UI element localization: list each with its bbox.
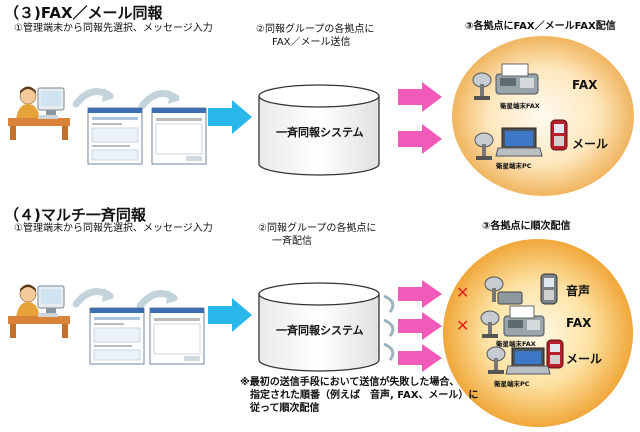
section3-step2-line1: ②同報グループの各拠点に	[256, 24, 375, 35]
operator-at-computer-icon	[8, 284, 70, 338]
satellite-antenna-icon	[472, 72, 492, 100]
section4-fax-label: FAX	[566, 316, 592, 330]
section4-system-label: 一斉同報システム	[276, 324, 364, 337]
block-arrow-icon	[398, 124, 442, 154]
operator-at-computer-icon	[8, 86, 70, 140]
curved-arrow-icon	[138, 90, 180, 110]
section4-mail-label: メール	[566, 352, 603, 366]
section4-voice-label: 音声	[566, 284, 591, 298]
section3-step1: ①管理端末から同報先選択、メッセージ入力	[14, 23, 213, 34]
block-arrow-icon	[398, 344, 442, 372]
section4-step1: ①管理端末から同報先選択、メッセージ入力	[14, 223, 213, 234]
block-arrow-icon	[398, 312, 442, 340]
block-arrow-icon	[398, 82, 442, 112]
document-window-icon	[149, 307, 205, 365]
mobile-phone-icon	[540, 273, 558, 305]
satellite-antenna-icon	[484, 276, 523, 305]
mobile-phone-icon	[550, 119, 568, 151]
section3-title: （３)FAX／メール同報	[4, 4, 163, 22]
section3-step2-line2: FAX／メール送信	[272, 37, 351, 48]
section3-step3: ③各拠点にFAX／メールFAX配信	[465, 21, 616, 32]
section4-title: （４)マルチ一斉同報	[4, 206, 146, 224]
curved-arrow-icon	[72, 288, 114, 308]
database-cylinder-icon	[258, 282, 380, 372]
block-arrow-icon	[208, 100, 252, 134]
section4-note-line3: 従って順次配信	[250, 403, 320, 414]
document-window-icon	[87, 107, 143, 165]
section3-system-label: 一斉同報システム	[276, 126, 364, 139]
database-cylinder-icon	[258, 84, 380, 176]
laptop-icon	[505, 347, 551, 375]
globe-background	[452, 36, 634, 196]
laptop-icon	[495, 127, 543, 157]
section4-step2-line2: 一斉配信	[272, 236, 312, 247]
block-arrow-icon	[398, 280, 442, 308]
fax-machine-icon	[495, 63, 539, 95]
section3-fax-label: FAX	[572, 78, 598, 92]
section3-mail-label: メール	[572, 137, 609, 151]
section4-step3: ③各拠点に順次配信	[482, 221, 571, 232]
satellite-antenna-icon	[486, 346, 506, 374]
section3-satpc-label: 衛星端末PC	[496, 162, 532, 170]
curved-arrow-icon	[383, 294, 395, 361]
curved-arrow-icon	[136, 290, 178, 310]
red-cross-icon: ✕	[456, 316, 470, 335]
mobile-phone-icon	[546, 339, 564, 369]
red-cross-icon: ✕	[456, 283, 470, 302]
satellite-antenna-icon	[480, 310, 500, 338]
curved-arrow-icon	[72, 88, 114, 108]
section4-note-line1: ※最初の送信手段において送信が失敗した場合、	[240, 377, 460, 388]
section4-step2-line1: ②同報グループの各拠点に	[258, 223, 377, 234]
section4-note-line2: 指定された順番（例えば 音声, FAX、メール）に	[250, 390, 479, 401]
document-window-icon	[151, 107, 207, 165]
section4-satpc-label: 衛星端末PC	[494, 380, 530, 388]
fax-machine-icon	[503, 305, 545, 337]
section3-satfax-label: 衛星端末FAX	[500, 102, 540, 110]
document-window-icon	[89, 307, 145, 365]
block-arrow-icon	[208, 298, 252, 332]
section4-satfax-label: 衛星端末FAX	[496, 340, 536, 348]
satellite-antenna-icon	[474, 132, 494, 160]
